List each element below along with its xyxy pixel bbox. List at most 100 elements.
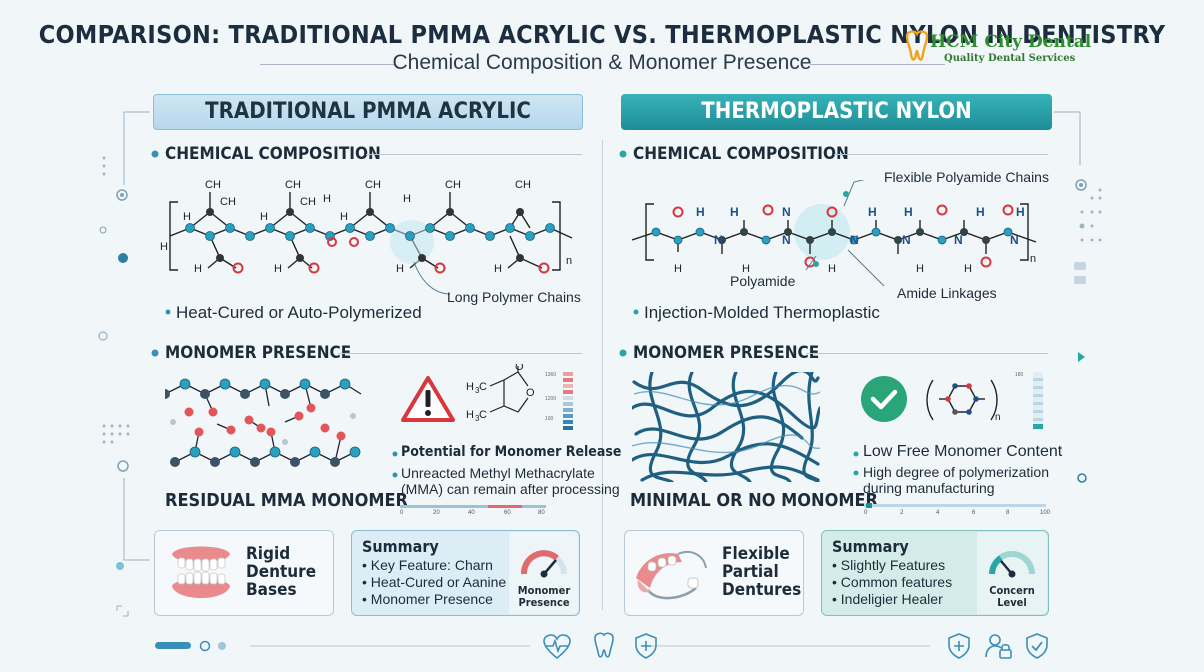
svg-text:N: N — [902, 233, 911, 247]
svg-text:n: n — [566, 255, 572, 267]
nylon-scale-ticks: 0 2 4 6 8 100 — [864, 510, 1051, 516]
svg-text:H: H — [466, 409, 474, 421]
shield-plus-icon — [635, 633, 657, 659]
pmma-warning-text-1: Unreacted Methyl Methacrylate — [401, 465, 595, 481]
svg-text:H: H — [904, 205, 913, 219]
pmma-monomer-scale — [400, 505, 546, 508]
svg-text:CH: CH — [300, 196, 316, 208]
pmma-summary-item: • Monomer Presence — [362, 591, 493, 607]
svg-text:N: N — [714, 233, 723, 247]
nylon-check-text-2: during manufacturing — [863, 480, 995, 496]
nylon-callout-polyamide: Polyamide — [730, 273, 796, 289]
svg-text:1200: 1200 — [545, 396, 556, 402]
svg-text:O: O — [526, 387, 535, 399]
pmma-scale-ticks: 0 20 40 60 80 — [400, 510, 545, 516]
tooth-icon — [594, 632, 614, 658]
bullet-dot-icon — [619, 150, 627, 158]
shield-plus-icon — [948, 633, 970, 659]
svg-text:N: N — [782, 205, 791, 219]
svg-text:H: H — [1016, 205, 1025, 219]
nylon-summary-item: • Common features — [832, 574, 953, 590]
svg-text:H: H — [916, 263, 924, 275]
nylon-summary-title: Summary — [832, 537, 909, 556]
bullet-dot-icon — [633, 309, 639, 315]
svg-text:H: H — [466, 381, 474, 393]
svg-text:N: N — [954, 233, 963, 247]
pmma-column-header: TRADITIONAL PMMA ACRYLIC — [153, 94, 583, 130]
pmma-chem-label: CHEMICAL COMPOSITION — [165, 144, 381, 164]
section-rule — [338, 353, 582, 354]
checkmark-circle-icon — [861, 376, 907, 422]
svg-text:N: N — [782, 233, 791, 247]
svg-text:n: n — [1030, 253, 1036, 265]
svg-text:H: H — [828, 263, 836, 275]
svg-text:H: H — [274, 263, 282, 275]
svg-text:H: H — [396, 263, 404, 275]
bullet-dot-icon — [165, 309, 171, 315]
svg-text:H: H — [868, 205, 877, 219]
pmma-summary-item: • Key Feature: Charn — [362, 557, 493, 573]
tooth-logo-icon — [905, 30, 929, 61]
svg-text:N: N — [1010, 233, 1019, 247]
pmma-chem-bullet: Heat-Cured or Auto-Polymerized — [176, 303, 422, 322]
pmma-summary-title: Summary — [362, 537, 439, 556]
nylon-monomer-label: MONOMER PRESENCE — [633, 343, 820, 363]
bullet-dot-icon — [853, 451, 859, 457]
nylon-column-header: THERMOPLASTIC NYLON — [621, 94, 1052, 130]
nylon-chem-label: CHEMICAL COMPOSITION — [633, 144, 849, 164]
bullet-dot-icon — [151, 349, 159, 357]
heart-pulse-icon — [543, 634, 571, 660]
svg-text:H: H — [260, 211, 268, 223]
svg-text:180: 180 — [1015, 372, 1024, 378]
svg-text:CH: CH — [365, 179, 381, 191]
section-rule — [806, 353, 1048, 354]
partial-denture-icon — [636, 550, 707, 600]
pmma-warning-title: Potential for Monomer Release — [401, 444, 622, 460]
svg-text:H: H — [323, 193, 331, 205]
svg-text:CH: CH — [445, 179, 461, 191]
residual-monomer-diagram — [165, 378, 362, 467]
warning-triangle-icon — [401, 376, 455, 422]
nylon-summary-item: • Slightly Features — [832, 557, 946, 573]
svg-text:CH: CH — [205, 179, 221, 191]
nylon-monomer-scale — [864, 503, 1046, 508]
svg-text:H: H — [674, 263, 682, 275]
nylon-monomer-caption: MINIMAL OR NO MONOMER — [630, 490, 878, 511]
entangled-polymer-network-diagram — [632, 372, 820, 482]
nylon-check-text-1: High degree of polymerization — [863, 464, 1049, 480]
pmma-product-card — [154, 530, 334, 616]
nylon-monomer-ring-diagram: n — [926, 379, 1001, 423]
svg-text:CH: CH — [285, 179, 301, 191]
svg-text:H: H — [183, 211, 191, 223]
pmma-monomer-label: MONOMER PRESENCE — [165, 343, 352, 363]
svg-text:H: H — [742, 263, 750, 275]
svg-text:CH: CH — [220, 196, 236, 208]
svg-text:H: H — [194, 263, 202, 275]
nylon-check-title: Low Free Monomer Content — [863, 443, 1063, 460]
gauge-low-icon — [989, 551, 1035, 578]
svg-text:H: H — [964, 263, 972, 275]
bullet-dot-icon — [853, 470, 859, 476]
nylon-callout-flexible-chains: Flexible Polyamide Chains — [884, 169, 1049, 185]
svg-text:O: O — [515, 364, 524, 373]
svg-text:n: n — [995, 412, 1001, 423]
bullet-dot-icon — [151, 150, 159, 158]
bullet-dot-icon — [392, 451, 398, 457]
bullet-dot-icon — [392, 472, 398, 478]
pmma-monomer-caption: RESIDUAL MMA MONOMER — [165, 490, 409, 511]
svg-text:3: 3 — [475, 386, 480, 395]
svg-text:H: H — [160, 241, 168, 253]
shield-check-icon — [1026, 633, 1048, 659]
svg-text:H: H — [730, 205, 739, 219]
svg-text:H: H — [976, 205, 985, 219]
nylon-summary-item: • Indeligier Healer — [832, 591, 943, 607]
full-denture-icon — [172, 546, 230, 598]
svg-text:H: H — [494, 263, 502, 275]
